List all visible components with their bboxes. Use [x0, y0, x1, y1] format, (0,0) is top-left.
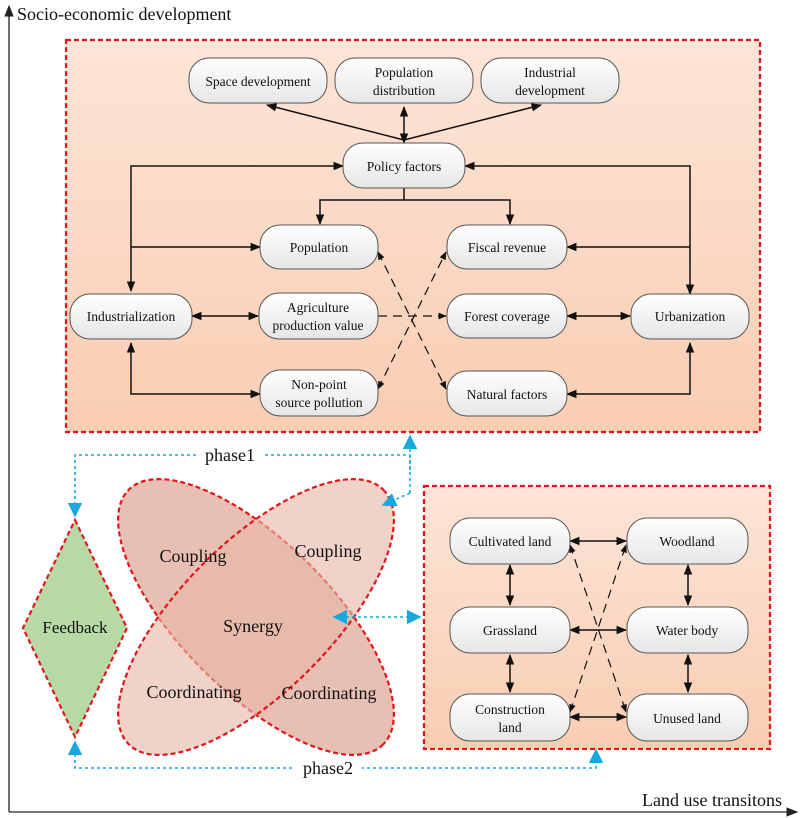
node-policy-factors: Policy factors [342, 142, 466, 189]
feedback-label: Feedback [42, 618, 108, 637]
node-space-development: Space development [188, 57, 328, 104]
node-grassland-label: Grassland [483, 623, 537, 638]
x-axis-label: Land use transitons [642, 790, 782, 810]
node-construction-land-label-2: land [498, 720, 521, 735]
node-fiscal-revenue: Fiscal revenue [446, 224, 568, 270]
node-agriculture-label-1: Agriculture [287, 300, 349, 315]
node-population-distribution: Population distribution [334, 57, 474, 104]
node-fiscal-revenue-label: Fiscal revenue [468, 240, 546, 255]
node-non-point-label-1: Non-point [291, 377, 347, 392]
node-construction-land: Construction land [449, 693, 571, 742]
node-industrialization-label: Industrialization [87, 309, 176, 324]
node-cultivated-land: Cultivated land [449, 517, 571, 565]
node-space-development-label: Space development [205, 74, 311, 89]
label-coordinating-left: Coordinating [147, 682, 242, 702]
node-urbanization: Urbanization [630, 293, 750, 340]
node-industrial-development-label-1: Industrial [524, 65, 576, 80]
phase1-label: phase1 [205, 445, 255, 465]
node-population: Population [259, 224, 379, 270]
node-grassland: Grassland [449, 606, 571, 654]
node-construction-land-label-1: Construction [475, 702, 545, 717]
node-agriculture-label-2: production value [272, 318, 363, 333]
label-synergy: Synergy [223, 616, 283, 636]
node-population-distribution-label-1: Population [375, 65, 434, 80]
node-non-point-label-2: source pollution [275, 395, 363, 410]
node-forest-coverage: Forest coverage [446, 293, 568, 339]
node-agriculture-production-value: Agriculture production value [258, 292, 379, 340]
y-axis-label: Socio-economic development [17, 4, 231, 24]
phase2-label-bg [294, 757, 362, 779]
node-unused-land-label: Unused land [653, 711, 721, 726]
node-population-distribution-label-2: distribution [373, 83, 436, 98]
land-panel-connectors [505, 536, 693, 722]
node-population-label: Population [290, 240, 349, 255]
top-panel-connectors [126, 103, 695, 399]
node-cultivated-land-label: Cultivated land [469, 534, 552, 549]
node-industrial-development: Industrial development [480, 57, 620, 104]
node-unused-land: Unused land [626, 693, 749, 742]
node-water-body-label: Water body [656, 623, 719, 638]
node-non-point-source-pollution: Non-point source pollution [259, 369, 379, 417]
phase2-label: phase2 [303, 758, 353, 778]
label-coupling-right: Coupling [294, 541, 361, 561]
node-natural-factors-label: Natural factors [467, 387, 548, 402]
node-woodland: Woodland [626, 517, 749, 565]
feedback-diamond [21, 517, 129, 740]
phase1-label-bg [196, 444, 264, 466]
node-water-body: Water body [626, 606, 749, 654]
node-forest-coverage-label: Forest coverage [464, 309, 550, 324]
node-woodland-label: Woodland [659, 534, 714, 549]
node-natural-factors: Natural factors [446, 370, 568, 417]
label-coupling-left: Coupling [159, 546, 226, 566]
node-industrial-development-label-2: development [515, 83, 585, 98]
node-policy-factors-label: Policy factors [367, 159, 442, 174]
node-industrialization: Industrialization [69, 293, 193, 340]
node-urbanization-label: Urbanization [655, 309, 726, 324]
label-coordinating-right: Coordinating [282, 683, 377, 703]
